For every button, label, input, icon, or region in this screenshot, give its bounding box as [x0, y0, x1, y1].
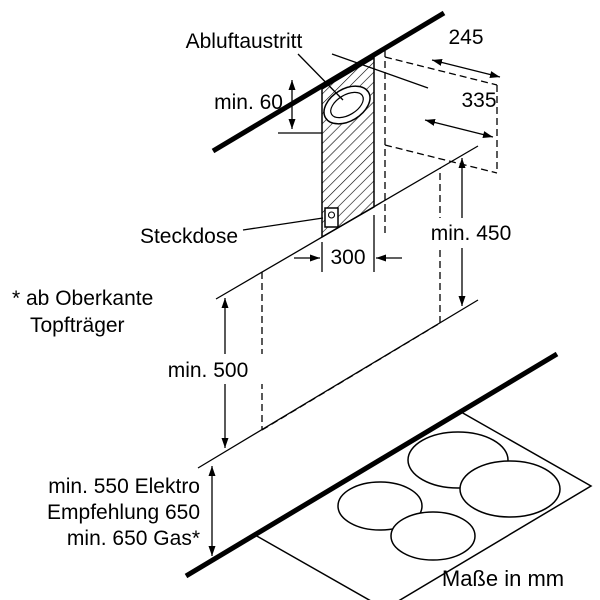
label-masse-in-mm: Maße in mm [442, 566, 564, 591]
top-wall-line [211, 10, 446, 154]
dim-min450-label: min. 450 [431, 222, 512, 245]
burner-circle [459, 460, 561, 518]
label-steckdose: Steckdose [140, 225, 238, 248]
cooktop [253, 411, 593, 600]
dim-300 [294, 215, 402, 272]
dim-bottom-label-2: Empfehlung 650 [47, 501, 200, 524]
dim-bottom-label-3: min. 650 Gas* [67, 527, 200, 550]
label-abluftaustritt: Abluftaustritt [186, 30, 303, 53]
dim-min60 [278, 80, 322, 134]
socket-symbol [324, 207, 339, 228]
label-oberkante-line2: Topfträger [30, 314, 125, 337]
dim-335-label: 335 [461, 89, 496, 112]
dim-300-label: 300 [330, 246, 365, 269]
air-outlet-ellipse [323, 85, 371, 125]
min500-text-backplate [150, 354, 266, 384]
label-oberkante-line1: * ab Oberkante [12, 287, 153, 310]
dim-335-arrow [424, 119, 494, 138]
steckdose-leader [242, 217, 324, 231]
burner-circle [390, 511, 476, 561]
dim-245-label: 245 [448, 26, 483, 49]
dim-245-arrow [431, 59, 501, 78]
burner-circle [337, 481, 423, 531]
d300-text-backplate [326, 244, 370, 270]
dim-min60-label: min. 60 [214, 91, 283, 114]
bottom-wall-line [184, 351, 559, 579]
dim-min500-label: min. 500 [168, 359, 249, 382]
dim-bottom-label-1: min. 550 Elektro [48, 475, 200, 498]
abluft-leader-2 [331, 53, 429, 89]
min450-text-backplate [417, 218, 525, 248]
abluft-leader-1 [297, 53, 344, 101]
